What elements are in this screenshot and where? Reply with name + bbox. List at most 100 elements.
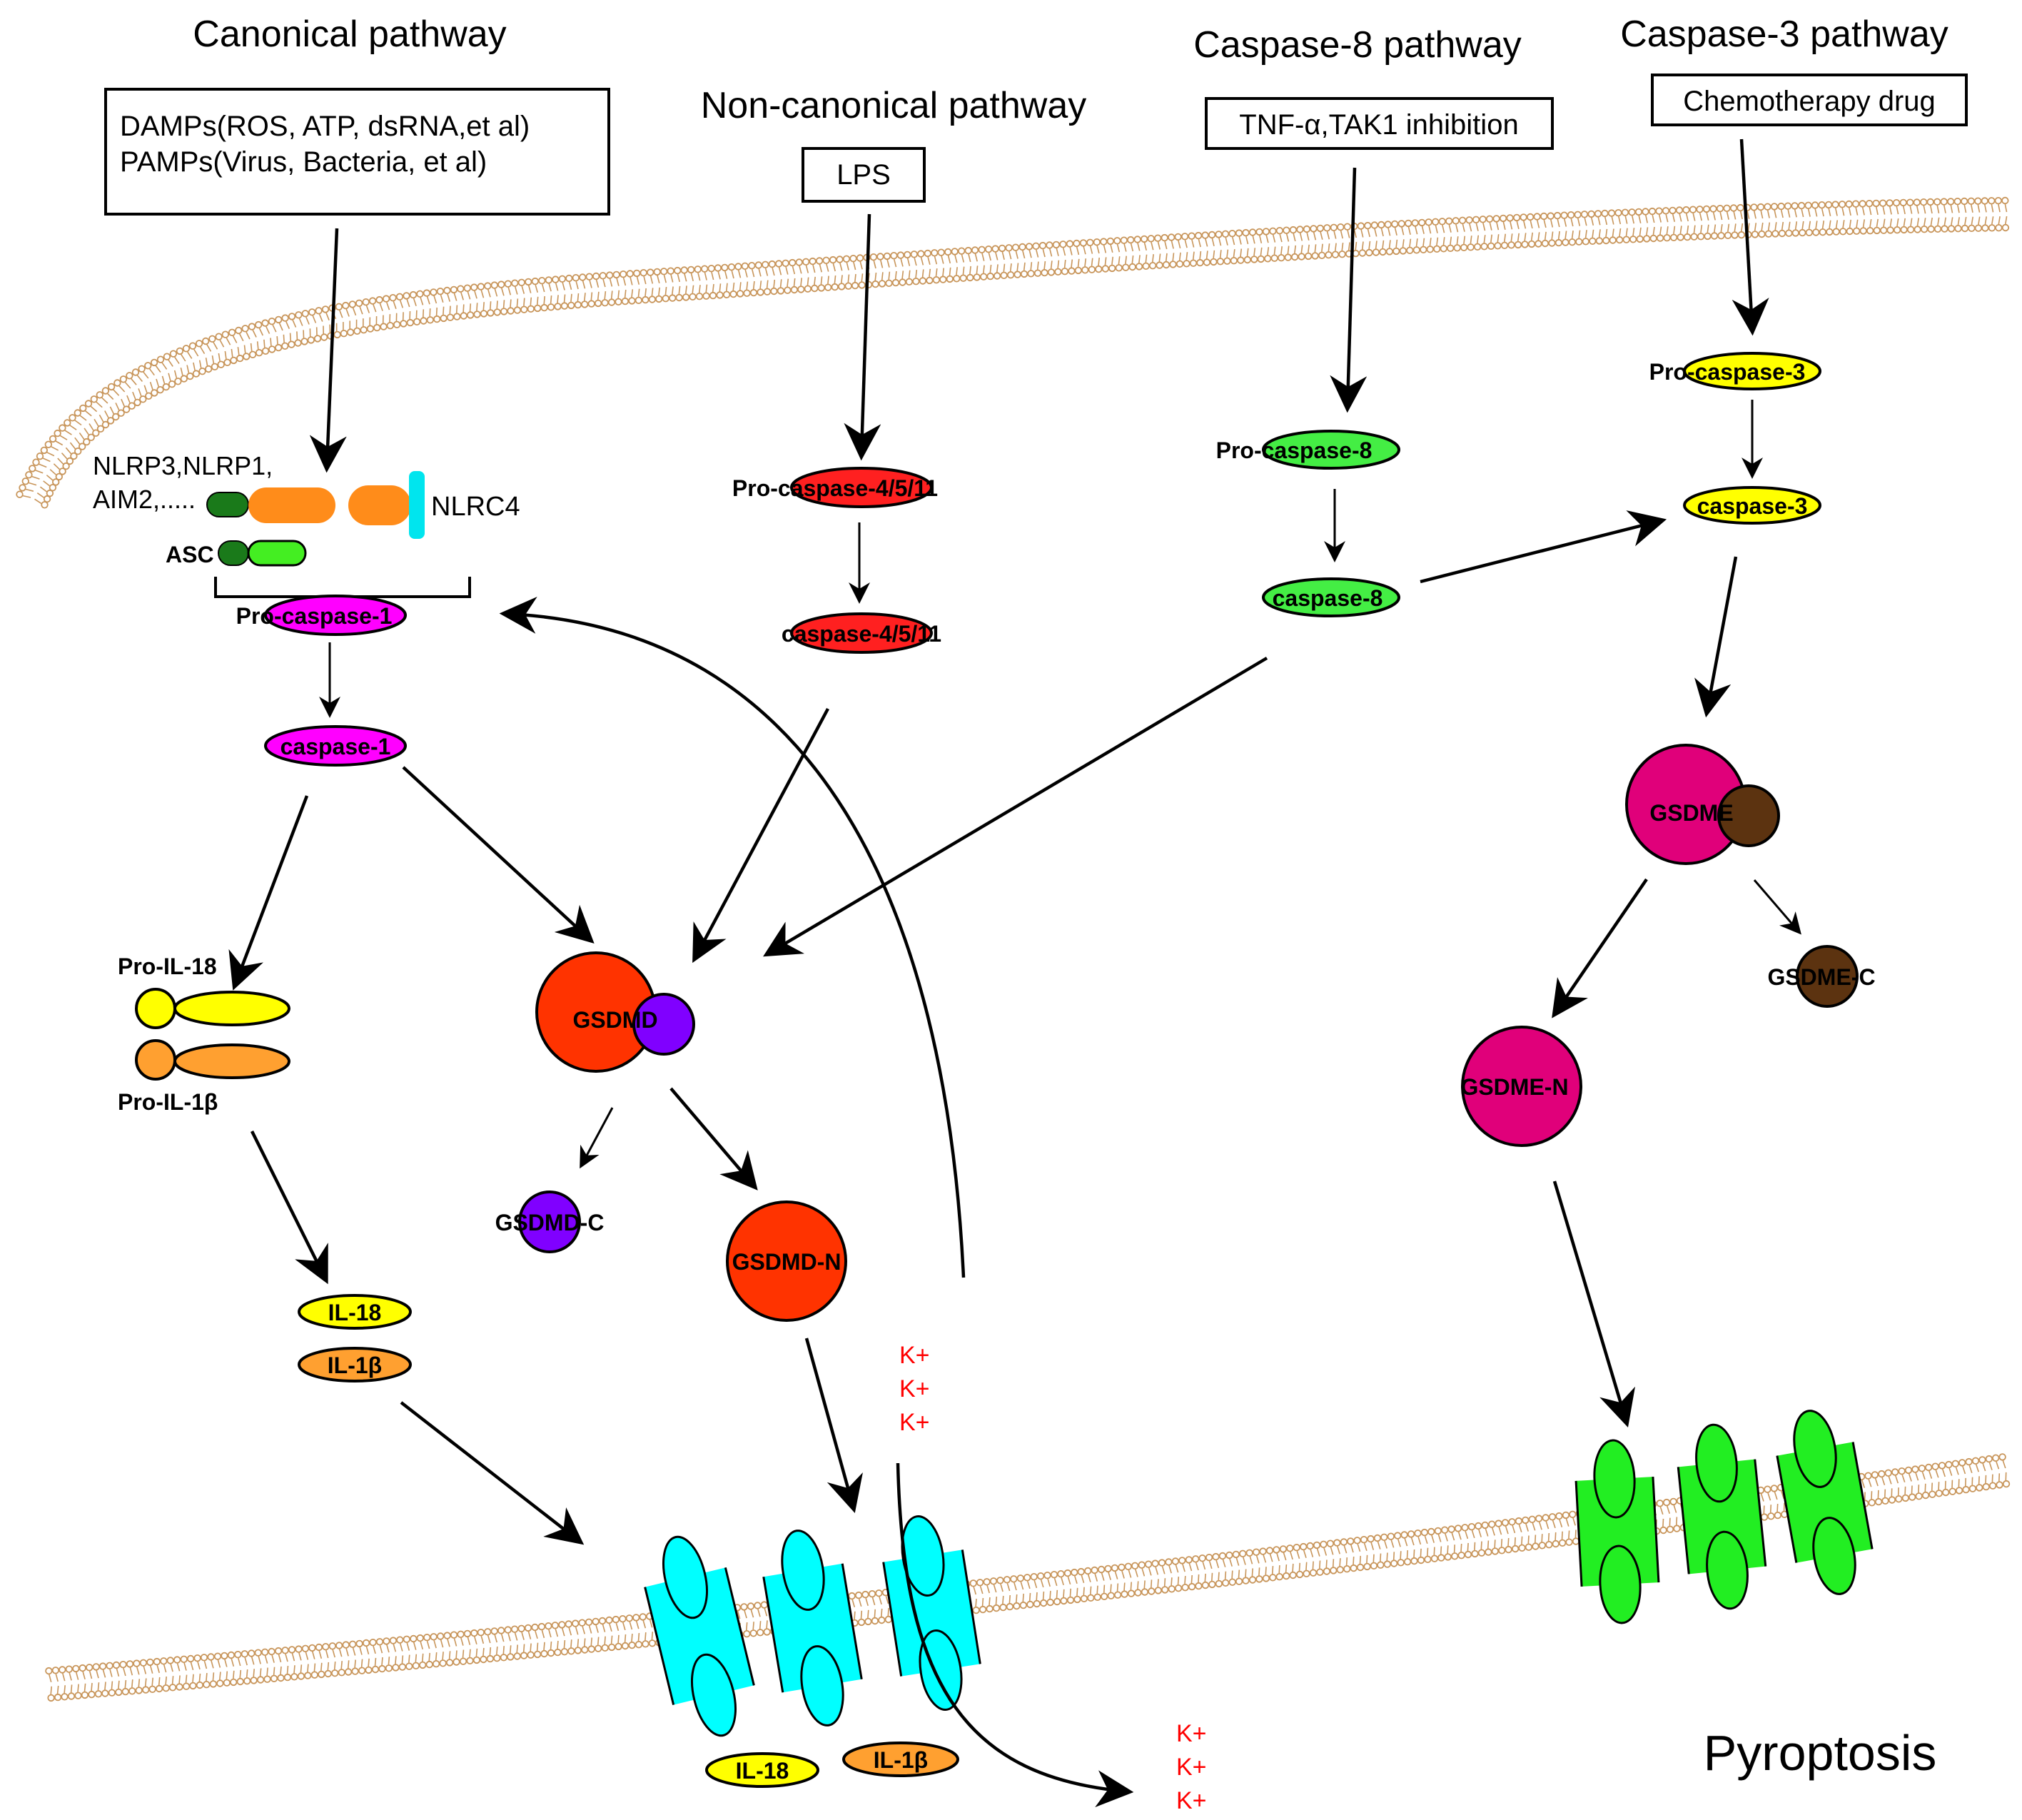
pro-caspase4-label: Pro-caspase-4/5/11 (732, 475, 938, 501)
caspase8-pathway-title: Caspase-8 pathway (1193, 24, 1522, 66)
pro-caspase3-label: Pro-caspase-3 (1649, 359, 1806, 385)
gsdme-pore-2 (1677, 1423, 1767, 1610)
il18-label: IL-18 (328, 1300, 382, 1325)
arrow-caspase3-to-gsdme (1694, 556, 1738, 718)
arrow-gsdme-to-gsdme-n (1552, 878, 1648, 1018)
k-plus-outside-3: K+ (1176, 1787, 1207, 1814)
caspase3-pathway-title: Caspase-3 pathway (1620, 14, 1948, 55)
gsdme-c-node (1796, 945, 1859, 1008)
arrow-k-efflux-to-inflammasome (499, 596, 966, 1278)
arrow-k-efflux-out (896, 1462, 1134, 1808)
nbd-domain-icon (248, 487, 335, 523)
released-il1b-node (842, 1741, 959, 1777)
caspase3-node (1683, 486, 1821, 525)
k-plus-outside-2: K+ (1176, 1754, 1207, 1781)
caspase1-label: caspase-1 (280, 734, 391, 759)
gsdme-n-label: GSDME-N (1460, 1074, 1568, 1100)
arrow-pro-il-to-il (250, 1130, 328, 1285)
pro-caspase1-label: Pro-caspase-1 (236, 603, 393, 629)
gsdmd-pore-1 (644, 1535, 755, 1737)
arrow-il-to-pore (400, 1401, 585, 1545)
arrow-gsdmd-n-to-pore (804, 1338, 863, 1514)
pro-il1b-label: Pro-IL-1β (118, 1089, 218, 1115)
gsdmd-pore-2 (762, 1530, 863, 1727)
pyroptosis-label: Pyroptosis (1704, 1725, 1937, 1781)
lrr-domain-icon (348, 485, 411, 525)
chemo-box (1651, 74, 1968, 126)
pro-il1b-body (173, 1043, 290, 1079)
pro-caspase8-node (1262, 430, 1400, 470)
arrow-tnf-to-pro-caspase8 (1330, 167, 1368, 413)
pro-il1b-head (135, 1039, 176, 1081)
gsdmd-pore-3 (882, 1515, 981, 1711)
asc-label: ASC (166, 542, 214, 567)
pro-il18-label: Pro-IL-18 (118, 954, 217, 979)
gsdmd-n-label: GSDMD-N (732, 1249, 841, 1275)
gsdme-c-label: GSDME-C (1767, 964, 1875, 990)
pyd-domain-icon (206, 492, 249, 517)
canonical-trigger-box (104, 88, 610, 216)
tnf-label: TNF-α,TAK1 inhibition (1239, 109, 1518, 141)
arrow-gsdme-to-gsdme-c (1753, 879, 1801, 935)
caspase8-label: caspase-8 (1273, 585, 1383, 611)
pro-caspase8-label: Pro-caspase-8 (1216, 438, 1373, 463)
il1b-label: IL-1β (328, 1353, 382, 1378)
pro-il18-head (135, 988, 176, 1029)
membrane-pores (644, 1410, 1874, 1737)
arrow-gsdmd-to-gsdmd-n (669, 1087, 758, 1190)
arrow-caspase1-to-pro-il (228, 795, 309, 991)
pro-caspase1-node (264, 595, 407, 636)
pro-caspase3-node (1683, 352, 1821, 390)
asc-card-icon (247, 540, 307, 567)
arrow-canonical-to-inflammasome (309, 228, 347, 473)
k-plus-inside-3: K+ (899, 1409, 930, 1436)
gsdme-pore-1 (1574, 1439, 1660, 1624)
pro-caspase4-node (790, 467, 933, 508)
tnf-box (1205, 97, 1554, 150)
nlrc4-bar-icon (409, 471, 425, 539)
k-plus-inside-1: K+ (899, 1342, 930, 1369)
arrow-chemo-to-pro-caspase3 (1732, 138, 1769, 336)
arrow-gsdmd-to-gsdmd-c (580, 1107, 614, 1169)
gsdme-c-domain (1717, 784, 1780, 847)
canonical-pathway-title: Canonical pathway (193, 14, 506, 55)
released-il1b-label: IL-1β (874, 1747, 928, 1773)
caspase4-label: caspase-4/5/11 (782, 621, 941, 647)
sensors-label-line2: AIM2,..... (93, 485, 196, 514)
released-il18-node (705, 1752, 819, 1788)
k-plus-inside-2: K+ (899, 1375, 930, 1402)
arrow-caspase1-to-gsdmd (402, 766, 595, 944)
gsdme-pore-3 (1776, 1410, 1874, 1595)
arrow-lps-to-pro-caspase4 (844, 213, 881, 461)
top-membrane (16, 196, 2010, 509)
non-canonical-pathway-title: Non-canonical pathway (701, 85, 1087, 126)
il18-node (298, 1294, 412, 1330)
gsdmd-n-node (726, 1200, 847, 1322)
pro-il18-body (173, 991, 290, 1026)
gsdme-n-node (1461, 1026, 1582, 1147)
gsdmd-label: GSDMD (572, 1007, 657, 1033)
caspase3-label: caspase-3 (1697, 493, 1808, 519)
gsdmd-c-label: GSDMD-C (495, 1210, 605, 1235)
caspase1-node (264, 725, 407, 767)
arrow-caspase8-to-gsdmd (763, 657, 1268, 957)
arrow-caspase4-to-gsdmd (692, 707, 829, 964)
pamps-label: PAMPs(Virus, Bacteria, et al) (120, 146, 487, 178)
arrow-caspase8-to-caspase3 (1420, 510, 1667, 584)
lps-label: LPS (836, 159, 891, 191)
gsdme-label: GSDME (1649, 800, 1733, 826)
arrows (228, 138, 1801, 1808)
arrow-gsdme-n-to-pore (1552, 1181, 1636, 1427)
chemo-label: Chemotherapy drug (1683, 86, 1936, 117)
k-plus-outside-1: K+ (1176, 1720, 1207, 1747)
il1b-node (298, 1347, 412, 1382)
caspase8-node (1262, 577, 1400, 617)
gsdmd-c-node (518, 1190, 581, 1253)
asc-pyd-icon (218, 540, 249, 566)
nlrc4-label: NLRC4 (431, 492, 520, 522)
sensors-label-line1: NLRP3,NLRP1, (93, 451, 273, 480)
gsdmd-c-domain (632, 993, 695, 1056)
released-il18-label: IL-18 (736, 1758, 789, 1784)
damps-label: DAMPs(ROS, ATP, dsRNA,et al) (120, 111, 530, 142)
